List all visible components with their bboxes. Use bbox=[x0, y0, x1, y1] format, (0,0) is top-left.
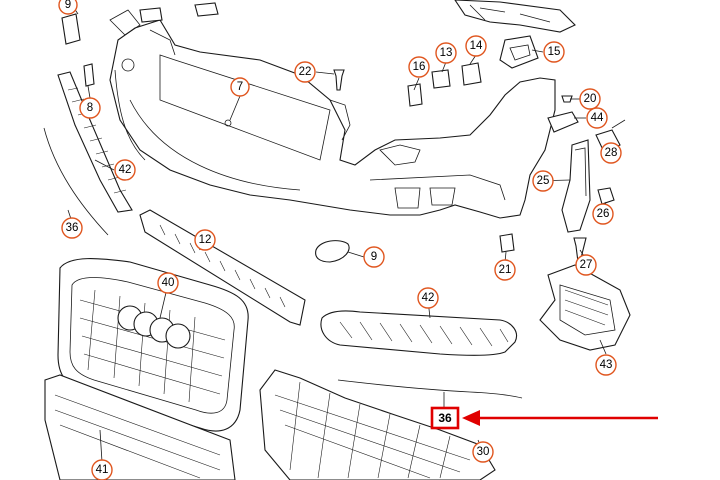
callout-9-top: 9 bbox=[58, 0, 78, 15]
main-grille-40 bbox=[57, 258, 249, 432]
bracket-25 bbox=[561, 139, 591, 233]
callout-44: 44 bbox=[586, 107, 608, 129]
highlight-callout-36: 36 bbox=[430, 406, 460, 430]
svg-text:41: 41 bbox=[96, 464, 109, 476]
callout-42-center: 42 bbox=[417, 287, 439, 309]
bracket-top-right bbox=[454, 0, 576, 33]
svg-text:30: 30 bbox=[477, 446, 490, 458]
callout-20: 20 bbox=[579, 88, 601, 110]
callout-7: 7 bbox=[230, 77, 250, 97]
callout-27: 27 bbox=[575, 254, 597, 276]
tow-cap-9 bbox=[315, 240, 350, 263]
svg-text:27: 27 bbox=[580, 259, 593, 271]
svg-text:14: 14 bbox=[470, 40, 483, 52]
svg-text:28: 28 bbox=[605, 147, 618, 159]
clip-13 bbox=[431, 69, 451, 89]
callout-30: 30 bbox=[472, 441, 494, 463]
screw-20 bbox=[561, 95, 573, 103]
clip-14 bbox=[461, 62, 482, 86]
svg-text:21: 21 bbox=[499, 264, 512, 276]
clip-8 bbox=[83, 63, 95, 87]
lower-grille-41 bbox=[44, 374, 236, 480]
callout-26: 26 bbox=[592, 203, 614, 225]
cap-44 bbox=[547, 111, 579, 133]
svg-text:26: 26 bbox=[597, 208, 610, 220]
callout-9-lower: 9 bbox=[363, 246, 385, 268]
callout-21: 21 bbox=[494, 259, 516, 281]
callout-22: 22 bbox=[294, 61, 316, 83]
callout-42-left: 42 bbox=[114, 159, 136, 181]
callout-41: 41 bbox=[91, 459, 113, 480]
callout-36-left: 36 bbox=[61, 217, 83, 239]
svg-text:36: 36 bbox=[438, 411, 452, 425]
svg-text:42: 42 bbox=[422, 292, 435, 304]
top-bracket bbox=[194, 2, 219, 17]
mount-plate-9 bbox=[61, 13, 81, 45]
bumper-cover bbox=[109, 9, 556, 219]
svg-text:13: 13 bbox=[440, 47, 453, 59]
bracket-43 bbox=[539, 264, 631, 351]
grille-bar-12 bbox=[139, 209, 306, 326]
nut-26 bbox=[597, 187, 615, 205]
svg-text:15: 15 bbox=[548, 46, 561, 58]
callout-15: 15 bbox=[543, 41, 565, 63]
callout-16: 16 bbox=[408, 56, 430, 78]
screw-22 bbox=[333, 69, 345, 91]
red-arrow-icon bbox=[462, 410, 658, 426]
svg-text:44: 44 bbox=[591, 112, 604, 124]
callout-13: 13 bbox=[435, 42, 457, 64]
callout-28: 28 bbox=[600, 142, 622, 164]
bracket-15 bbox=[499, 35, 539, 69]
callout-8: 8 bbox=[79, 97, 101, 119]
svg-text:36: 36 bbox=[66, 222, 79, 234]
svg-text:40: 40 bbox=[162, 277, 175, 289]
svg-text:25: 25 bbox=[537, 175, 550, 187]
callout-14: 14 bbox=[465, 35, 487, 57]
svg-text:20: 20 bbox=[584, 93, 597, 105]
svg-text:9: 9 bbox=[371, 251, 377, 263]
callout-25: 25 bbox=[532, 170, 554, 192]
svg-text:16: 16 bbox=[413, 61, 426, 73]
callout-40: 40 bbox=[157, 272, 179, 294]
trim-strip-36-left bbox=[43, 127, 109, 236]
callout-43: 43 bbox=[595, 354, 617, 376]
trim-strip-36 bbox=[337, 379, 523, 399]
clip-21 bbox=[499, 233, 515, 253]
svg-text:8: 8 bbox=[87, 102, 93, 114]
svg-text:9: 9 bbox=[65, 0, 71, 11]
svg-text:22: 22 bbox=[299, 66, 312, 78]
callout-12: 12 bbox=[194, 229, 216, 251]
underbody-panel-30 bbox=[259, 369, 496, 480]
top-bracket-2 bbox=[139, 7, 163, 23]
svg-text:42: 42 bbox=[119, 164, 132, 176]
svg-text:7: 7 bbox=[237, 81, 243, 93]
svg-text:43: 43 bbox=[600, 359, 613, 371]
side-grille-42 bbox=[320, 310, 518, 356]
svg-text:12: 12 bbox=[199, 234, 212, 246]
